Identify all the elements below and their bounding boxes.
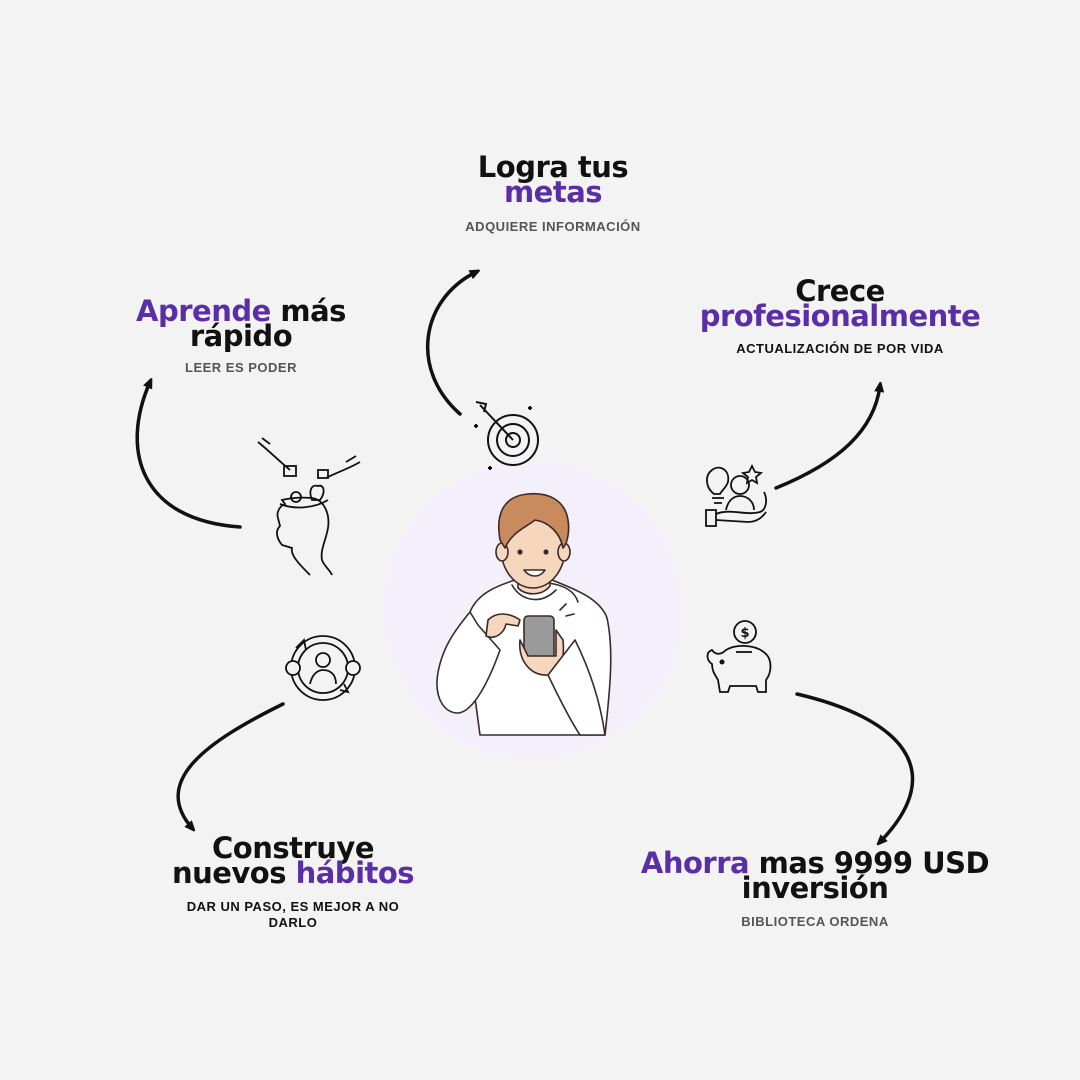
habits-title-highlight: hábitos	[295, 856, 415, 890]
node-grow: Crece profesionalmente ACTUALIZACIÓN DE …	[690, 274, 990, 357]
arrow-to-learn	[135, 382, 242, 529]
learn-subtitle: LEER ES PODER	[185, 360, 297, 375]
habits-subtitle: DAR UN PASO, ES MEJOR A NO DARLO	[186, 899, 400, 930]
goals-subtitle: ADQUIERE INFORMACIÓN	[465, 219, 641, 234]
goals-title-line1: Logra tus	[477, 150, 629, 184]
habits-title: Construye nuevos hábitos	[163, 831, 423, 888]
learn-title-highlight: Aprende	[136, 294, 271, 328]
node-savings: Ahorra mas 9999 USD inversión BIBLIOTECA…	[640, 849, 990, 930]
person-with-phone-illustration	[436, 492, 612, 736]
career-growth-icon	[705, 463, 767, 527]
arrow-to-savings	[795, 692, 915, 842]
savings-title-highlight: Ahorra	[640, 846, 750, 880]
node-learn: Aprende más rápido LEER ES PODER	[101, 297, 381, 376]
grow-title-line2: profesionalmente	[699, 299, 981, 333]
grow-title: Crece profesionalmente	[690, 274, 990, 333]
node-habits: Construye nuevos hábitos DAR UN PASO, ES…	[163, 831, 423, 931]
node-goals: Logra tus metas ADQUIERE INFORMACIÓN	[413, 150, 693, 235]
habits-title-line1: Construye	[212, 831, 375, 865]
learn-title-rest: más	[270, 294, 346, 328]
habits-title-line2: nuevos	[171, 856, 296, 890]
piggy-bank-icon: $	[706, 620, 772, 693]
arrow-to-goals	[426, 272, 476, 416]
savings-title-line2: inversión	[741, 871, 889, 905]
savings-subtitle: BIBLIOTECA ORDENA	[741, 914, 889, 929]
arrow-to-habits	[176, 702, 285, 828]
learn-title-line2: rápido	[189, 319, 293, 353]
goals-title-line2: metas	[503, 175, 603, 209]
learn-title: Aprende más rápido	[101, 297, 381, 353]
head-ideas-icon	[257, 437, 361, 576]
savings-title-rest: mas 9999 USD	[749, 846, 990, 880]
goals-title: Logra tus metas	[413, 150, 693, 209]
svg-text:$: $	[740, 626, 749, 641]
grow-title-line1: Crece	[795, 274, 885, 308]
cycle-person-icon	[285, 635, 361, 701]
arrow-to-grow	[774, 386, 880, 490]
grow-subtitle: ACTUALIZACIÓN DE POR VIDA	[736, 341, 944, 356]
savings-title: Ahorra mas 9999 USD inversión	[640, 849, 990, 905]
target-icon	[474, 401, 539, 470]
